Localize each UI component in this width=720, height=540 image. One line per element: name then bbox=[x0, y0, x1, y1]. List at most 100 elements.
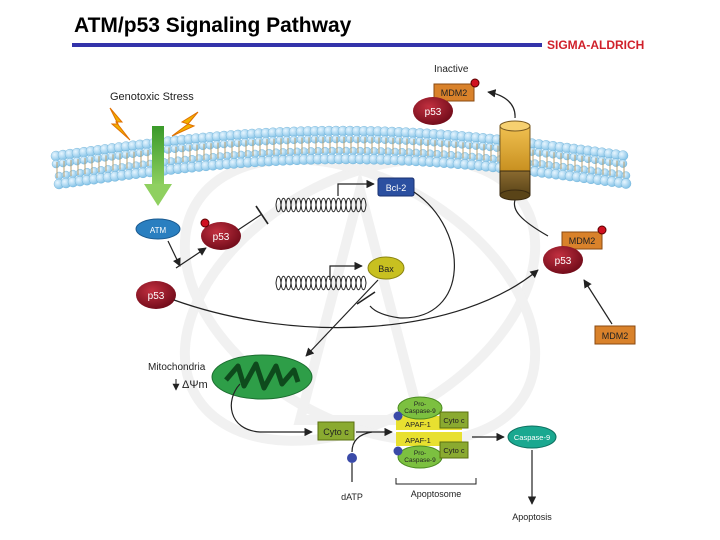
apoptosis-label: Apoptosis bbox=[512, 512, 552, 522]
membrane-lipid bbox=[65, 157, 75, 167]
membrane-lipid bbox=[373, 135, 383, 144]
bcl2-node bbox=[377, 177, 415, 197]
pro-caspase-top-label-2: Caspase-9 bbox=[404, 408, 436, 415]
membrane-lipid bbox=[233, 138, 243, 148]
membrane-lipid bbox=[604, 157, 614, 166]
genotoxic-stress-label: Genotoxic Stress bbox=[110, 91, 194, 103]
datp-bound-icon bbox=[393, 446, 403, 456]
bax-label: Bax bbox=[378, 264, 394, 274]
membrane-lipid bbox=[590, 155, 600, 164]
bcl2-transcription-arrow bbox=[337, 179, 375, 196]
membrane-lipid bbox=[79, 155, 89, 165]
apaf1-bottom-label: APAF-1 bbox=[405, 436, 431, 445]
title-underline bbox=[72, 43, 542, 47]
membrane-lipid bbox=[478, 142, 488, 151]
apaf1-top-label: APAF-1 bbox=[405, 420, 431, 429]
membrane-lipid bbox=[205, 141, 215, 150]
page-title: ATM/p53 Signaling Pathway bbox=[74, 14, 352, 37]
p53-inhibits-bcl2-line bbox=[237, 205, 269, 231]
membrane-lipid bbox=[324, 134, 334, 144]
cyto-c-bottom-node bbox=[439, 441, 469, 459]
cyto-c-bottom-label: Cyto c bbox=[443, 446, 465, 455]
p53-bound-node bbox=[543, 246, 583, 274]
membrane-lipid bbox=[352, 134, 362, 144]
bax-transcription-arrow bbox=[329, 261, 363, 280]
cyto-c-node bbox=[317, 421, 355, 441]
membrane-channel bbox=[499, 120, 531, 201]
mdm2-free-node bbox=[594, 325, 636, 345]
atm-label: ATM bbox=[150, 226, 167, 235]
p53-inactive-label: p53 bbox=[425, 107, 442, 118]
membrane-lipid bbox=[247, 137, 257, 147]
datp-label: dATP bbox=[341, 492, 363, 502]
membrane-lipid bbox=[555, 150, 565, 160]
pro-caspase-top-node bbox=[397, 396, 443, 420]
membrane-lipid bbox=[254, 137, 264, 146]
membrane-lipid bbox=[282, 135, 292, 145]
membrane-lipid bbox=[177, 143, 187, 153]
mdm2-inactive-node bbox=[433, 83, 475, 102]
pro-caspase-bottom-label-1: Pro- bbox=[414, 450, 426, 457]
membrane-lipid bbox=[268, 136, 278, 145]
lightning-bolt-icon bbox=[171, 111, 199, 137]
membrane-lipid bbox=[485, 142, 495, 152]
membrane-lipid bbox=[415, 137, 425, 146]
mdm2-bound-node bbox=[561, 231, 603, 250]
membrane-lipid bbox=[394, 136, 404, 145]
membrane-lipid bbox=[296, 135, 306, 144]
membrane-lipid bbox=[443, 139, 453, 148]
p53-inactive-node bbox=[413, 97, 453, 125]
membrane-lipid bbox=[562, 151, 572, 161]
membrane-lipid bbox=[226, 139, 236, 148]
membrane-lipid bbox=[401, 136, 411, 145]
membrane-lipid bbox=[380, 135, 390, 144]
export-line bbox=[513, 199, 549, 237]
membrane-lipid bbox=[387, 135, 397, 145]
bcl2-gene-dna bbox=[275, 197, 367, 213]
membrane-lipid bbox=[569, 152, 579, 162]
membrane-lipid bbox=[163, 145, 173, 154]
phosphate-icon bbox=[470, 78, 480, 88]
membrane-lipid bbox=[611, 158, 621, 167]
cyto-c-label: Cyto c bbox=[323, 427, 349, 437]
membrane-lipid bbox=[457, 140, 467, 149]
membrane-lipid bbox=[366, 135, 376, 144]
membrane-potential-drop: ΔΨm bbox=[172, 379, 208, 391]
membrane-lipid bbox=[128, 149, 138, 158]
membrane-lipid bbox=[583, 154, 593, 164]
membrane-lipid bbox=[548, 150, 558, 159]
membrane-lipid bbox=[170, 144, 180, 153]
bax-node bbox=[367, 256, 405, 280]
cyto-c-top-label: Cyto c bbox=[443, 416, 465, 425]
datp-bound-icon bbox=[393, 411, 403, 421]
membrane-lipid bbox=[198, 141, 208, 151]
caspase9-label: Caspase-9 bbox=[514, 433, 550, 442]
membrane-lipid bbox=[534, 148, 544, 157]
bcl2-inhibits-bax-line bbox=[356, 191, 455, 319]
membrane-lipid bbox=[422, 137, 432, 146]
membrane-lipid bbox=[191, 142, 201, 151]
membrane-lipid bbox=[576, 153, 586, 163]
bax-to-mitochondria-arrow bbox=[305, 279, 379, 357]
apoptosome-bracket bbox=[395, 478, 477, 485]
apoptosome-complex: APAF-1 APAF-1 Pro- Caspase-9 Cyto c Pro-… bbox=[393, 396, 469, 469]
membrane-lipid bbox=[289, 135, 299, 145]
membrane-lipid bbox=[121, 150, 131, 159]
mdm2-free-label: MDM2 bbox=[602, 331, 629, 341]
membrane-lipid bbox=[359, 135, 369, 144]
membrane-lipid bbox=[184, 143, 194, 152]
cell-membrane bbox=[50, 125, 632, 190]
caspase9-node bbox=[507, 425, 557, 449]
membrane-lipid bbox=[471, 141, 481, 150]
membrane-lipid bbox=[408, 136, 418, 146]
p53-phosphorylated-node bbox=[201, 222, 241, 250]
membrane-lipid bbox=[317, 134, 327, 144]
membrane-lipid bbox=[597, 156, 607, 165]
membrane-lipid bbox=[219, 139, 229, 149]
membrane-lipid bbox=[142, 147, 152, 157]
membrane-lipid bbox=[107, 152, 117, 161]
bax-gene-dna bbox=[275, 275, 367, 291]
apoptosome-label: Apoptosome bbox=[411, 489, 462, 499]
datp-node bbox=[347, 453, 357, 463]
